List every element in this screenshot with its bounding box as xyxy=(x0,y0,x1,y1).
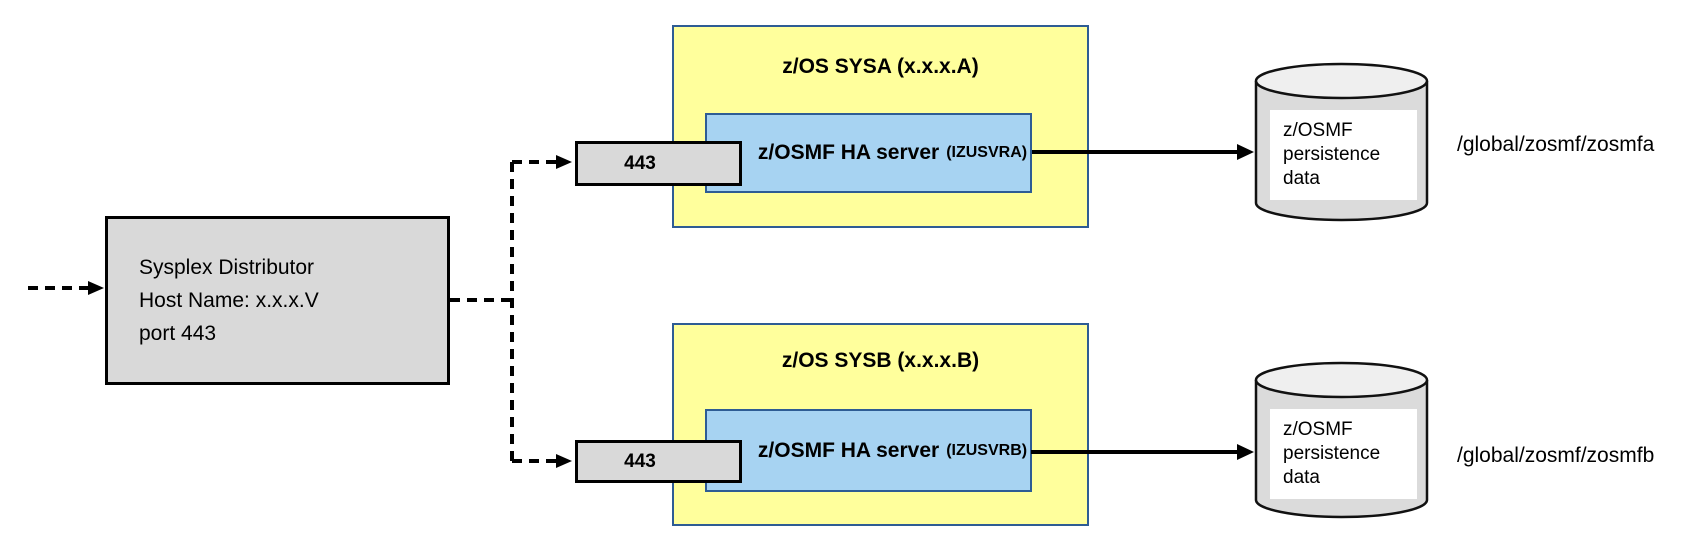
storage-a-line-3: data xyxy=(1283,168,1320,189)
distributor-line-1: Sysplex Distributor xyxy=(139,256,315,279)
storage-b-line-2: persistence xyxy=(1283,443,1381,464)
branch-b-arrowhead-icon xyxy=(556,454,572,468)
branch-a-arrowhead-icon xyxy=(556,155,572,169)
system-title-sysa: z/OS SYSA (x.x.x.A) xyxy=(782,55,979,78)
server-label-sysb: z/OSMF HA server xyxy=(757,438,940,462)
server-id-sysa: (IZUSVRA) xyxy=(946,144,1028,161)
filesystem-path-sysa: /global/zosmf/zosmfa xyxy=(1457,133,1655,156)
storage-a-arrowhead-icon xyxy=(1237,144,1254,160)
server-box-izusvrb: z/OSMF HA server (IZUSVRB) xyxy=(705,409,1032,492)
port-label-sysa: 443 xyxy=(624,152,656,174)
cylinder-a-lid xyxy=(1254,62,1429,100)
filesystem-path-sysb: /global/zosmf/zosmfb xyxy=(1457,444,1655,467)
server-label-sysa: z/OSMF HA server xyxy=(757,141,940,164)
port-box-sysb: 443 xyxy=(575,440,742,483)
distributor-branch-dashed-lines xyxy=(450,160,556,463)
storage-b-arrowhead-icon xyxy=(1237,444,1254,460)
storage-label-sysa: z/OSMF persistence data xyxy=(1270,110,1417,200)
port-box-sysa: 443 xyxy=(575,141,742,186)
inbound-arrowhead-icon xyxy=(88,281,104,295)
distributor-line-2: Host Name: x.x.x.V xyxy=(139,289,319,312)
cylinder-b-lid xyxy=(1254,361,1429,399)
sysplex-distributor-box: Sysplex Distributor Host Name: x.x.x.V p… xyxy=(105,216,450,385)
storage-a-line-1: z/OSMF xyxy=(1283,120,1353,141)
server-id-sysb: (IZUSVRB) xyxy=(946,441,1028,459)
system-title-sysb: z/OS SYSB (x.x.x.B) xyxy=(781,349,980,372)
storage-a-line-2: persistence xyxy=(1283,144,1381,165)
storage-b-line-1: z/OSMF xyxy=(1283,419,1353,440)
storage-b-line-3: data xyxy=(1283,467,1320,488)
storage-label-sysb: z/OSMF persistence data xyxy=(1270,409,1417,499)
server-box-izusvra: z/OSMF HA server (IZUSVRA) xyxy=(705,113,1032,193)
distributor-line-3: port 443 xyxy=(139,322,217,345)
port-label-sysb: 443 xyxy=(624,450,656,472)
